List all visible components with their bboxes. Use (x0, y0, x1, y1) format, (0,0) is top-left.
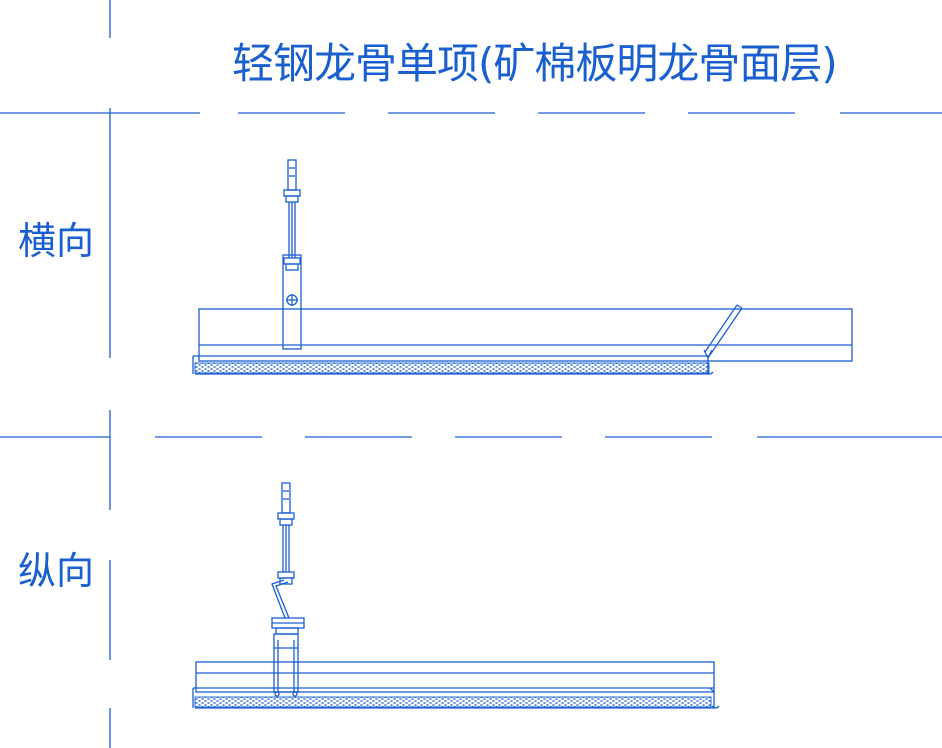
horizontal-section (192, 159, 853, 375)
hanger-bolt-anchor-vertical (281, 482, 291, 514)
hanger-bracket-vertical (273, 633, 299, 693)
hanger-bracket-horizontal (282, 254, 302, 350)
mineral-wool-board-vertical (194, 696, 712, 708)
section-label-vertical: 纵向 (18, 549, 95, 593)
main-runner-vertical (195, 661, 715, 693)
section-label-horizontal: 横向 (18, 219, 95, 263)
main-runner-horizontal (198, 308, 853, 362)
hanger-bolt-anchor (287, 159, 297, 191)
drawing-title: 轻钢龙骨单项(矿棉板明龙骨面层) (232, 39, 838, 88)
vertical-section (192, 482, 720, 709)
mineral-wool-board-horizontal (194, 362, 710, 374)
